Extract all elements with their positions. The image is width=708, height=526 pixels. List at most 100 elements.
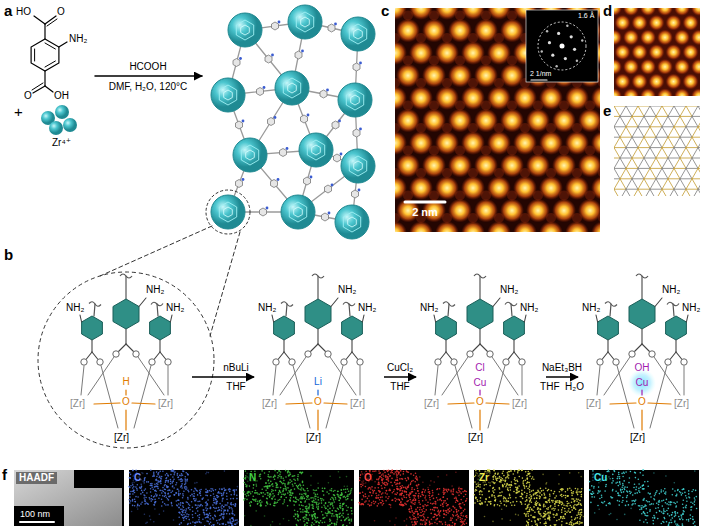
element-dot [194,522,196,524]
framework-line [644,137,650,147]
element-dot [231,517,233,519]
element-dot [334,501,336,503]
element-dot [229,513,231,515]
framework-line [656,179,662,189]
element-dot [313,508,315,510]
lattice-spot [565,221,589,232]
element-dot [186,513,188,515]
coordination-bond [81,366,84,395]
element-dot [210,521,212,523]
framework-line [644,158,656,159]
element-dot [132,470,134,472]
element-dot [261,470,263,472]
framework-line [644,148,650,158]
element-dot [154,504,156,506]
framework-line [698,148,700,158]
framework-line [698,179,700,189]
element-dot [229,489,231,491]
element-dot [222,498,224,500]
element-dot [195,522,197,524]
element-dot [232,513,234,515]
cluster-drawing [434,274,526,430]
element-dot [315,496,317,498]
element-dot [209,508,211,510]
element-dot [334,490,336,492]
cluster-facet [307,140,324,160]
element-dot [197,505,199,507]
element-dot [313,511,315,513]
fft-center [560,44,565,49]
element-dot [196,508,198,510]
element-dot [210,488,212,490]
element-dot [341,492,343,494]
framework-line [626,106,638,107]
fft-inset [526,10,598,82]
element-dot [348,520,350,522]
framework-line [632,158,644,159]
element-dot [281,476,283,478]
bond-line [524,315,526,322]
framework-line [638,126,650,127]
element-dot [176,504,178,506]
element-dot [306,496,308,498]
lattice-spot [500,154,524,178]
element-dot [233,498,235,500]
bond-line [479,276,480,299]
element-dot [187,523,189,525]
element-dot [230,502,232,504]
element-dot [347,494,349,496]
element-dot [230,507,232,509]
lattice-spot [565,86,589,110]
framework-line [692,148,698,158]
element-dot [243,499,245,501]
element-dot [269,485,271,487]
bond-line [80,315,82,322]
element-dot [130,485,132,487]
benzene-ring [113,299,139,329]
framework-line [692,116,698,126]
element-dot [315,498,317,500]
framework-line [686,189,698,190]
element-dot [167,475,169,477]
element-dot [312,501,314,503]
amino-group [310,176,313,179]
element-dot [304,516,306,518]
linker-ring [353,63,360,71]
element-dot [265,482,267,484]
element-dot [129,502,131,504]
element-dot [213,493,215,495]
element-dot [144,503,146,505]
element-dot [223,492,225,494]
element-dot [274,475,276,477]
framework-line [656,116,662,126]
element-dot [282,503,284,505]
fft-spot [570,35,573,38]
zr-cluster [341,17,375,51]
element-dot [260,505,262,507]
element-dot [298,488,300,490]
cluster-facet [343,212,360,232]
coordination-bond [435,366,438,395]
element-dot [302,511,304,513]
element-dot [250,525,252,526]
element-dot [134,501,136,503]
element-dot [268,479,270,481]
element-dot [244,494,246,496]
element-dot [339,513,341,515]
bond-line [511,304,512,316]
element-dot [274,499,276,501]
linker-ring [265,55,272,63]
benzene-ring [598,316,619,340]
element-dot [285,497,287,499]
element-dot [167,486,169,488]
element-dot [297,486,299,488]
element-dot [201,498,203,500]
framework-line [644,116,656,117]
lattice-spot [448,109,472,133]
element-dot [342,508,344,510]
element-dot [266,486,268,488]
element-dot [203,509,205,511]
element-dot [333,515,335,517]
element-dot [253,487,255,489]
